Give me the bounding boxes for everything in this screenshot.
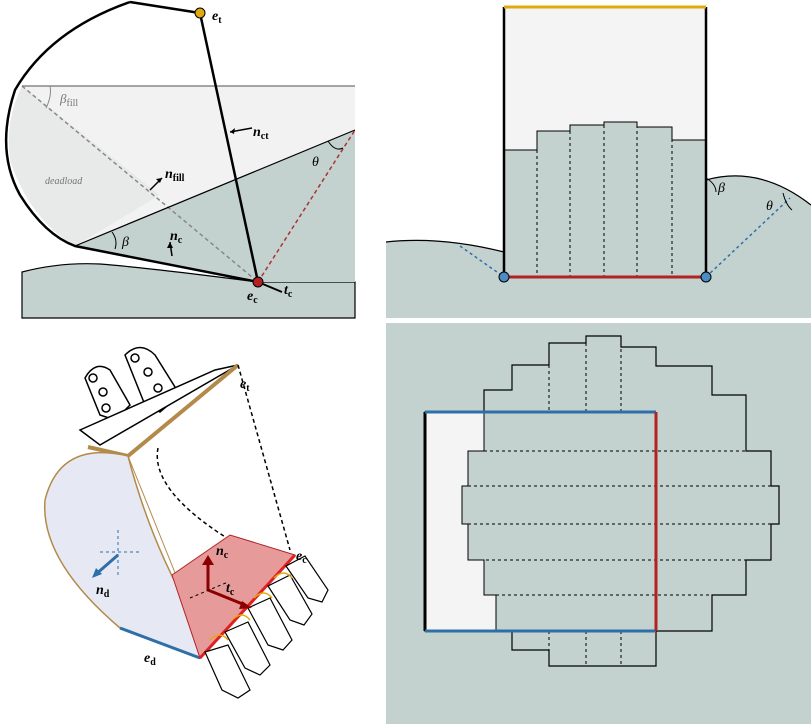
label-theta: θ — [312, 155, 319, 170]
inner-curve-dashed — [156, 447, 231, 541]
right-dashed-b — [705, 197, 791, 278]
e-c-point — [252, 276, 264, 288]
label-beta-b: β — [717, 181, 725, 196]
soil-ground-b — [386, 175, 811, 318]
mounting-bracket — [78, 346, 239, 446]
left-corner-point-b — [498, 271, 510, 283]
panel-b-front-section: β θ — [385, 5, 811, 318]
n-c-arrowhead — [167, 242, 173, 248]
beta-angle-arc — [111, 231, 117, 250]
label-e-c-c: ec — [296, 549, 307, 566]
bucket-side-plate — [43, 451, 202, 660]
n-ct-arrowhead — [230, 128, 235, 134]
stepped-soil-top-view — [424, 335, 780, 667]
t-c-arrowhead-c — [239, 601, 252, 609]
label-n-ct: nct — [253, 125, 269, 142]
n-c-arrowhead-c — [202, 555, 214, 565]
slice-dividers-d — [462, 343, 771, 666]
soil-wedge — [75, 130, 355, 282]
label-e-d: ed — [144, 651, 156, 668]
panel-d-top-view — [386, 323, 811, 724]
deadload-dashed-line — [21, 85, 259, 283]
label-beta-fill: βfill — [59, 91, 78, 109]
label-n-c-c: nc — [216, 544, 229, 561]
label-n-d: nd — [96, 583, 110, 600]
label-t-c: tc — [284, 283, 293, 300]
deadload-region — [8, 86, 161, 246]
theta-angle-arc — [327, 140, 344, 150]
slice-dividers-b — [536, 125, 673, 277]
left-dashed-b — [459, 245, 505, 278]
stepped-soil-b — [503, 121, 707, 278]
soil-surface-line — [74, 129, 356, 247]
label-n-c: nc — [170, 229, 183, 246]
label-e-t-c: et — [240, 377, 250, 394]
label-e-t: et — [212, 9, 222, 26]
t-c-arrow-c — [207, 588, 246, 607]
panel-a-bucket-section: et nct βfill nfill deadload θ β nc ec tc — [4, 0, 356, 319]
right-corner-point-b — [700, 271, 712, 283]
label-t-c-c: tc — [226, 581, 235, 598]
beta-fill-angle-arc — [45, 85, 51, 109]
e-t-point — [194, 7, 206, 19]
n-d-arrowhead — [92, 568, 102, 578]
label-e-c: ec — [247, 289, 258, 306]
e-d-edge — [119, 626, 201, 660]
bucket-teeth — [204, 555, 329, 699]
soil-surface-b — [385, 175, 811, 253]
n-fill-arrowhead — [156, 178, 162, 183]
label-beta: β — [121, 235, 129, 250]
red-dashed-line — [257, 129, 356, 283]
label-theta-b: θ — [766, 199, 773, 214]
bucket-outline — [4, 0, 259, 284]
teeth-highlights — [209, 572, 293, 641]
panel-c-3d-bucket: et nc ec tc nd ed — [43, 346, 329, 699]
label-n-fill: nfill — [165, 167, 185, 184]
theta-arc-b — [782, 192, 793, 211]
connection-rod — [198, 12, 260, 283]
label-deadload: deadload — [45, 176, 83, 187]
beta-arc-b — [705, 177, 717, 193]
cutting-cross-dashed — [189, 581, 229, 599]
